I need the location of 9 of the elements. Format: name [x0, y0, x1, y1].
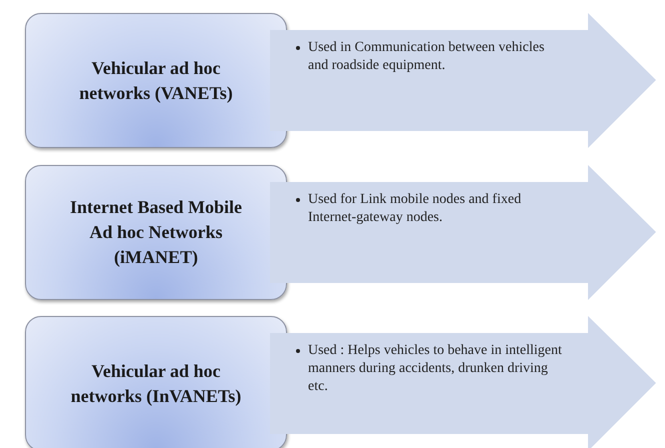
- rounded-box: [25, 316, 287, 448]
- box-title: Vehicular ad hoc networks (InVANETs): [70, 360, 242, 408]
- box-title: Vehicular ad hoc networks (VANETs): [78, 56, 234, 105]
- rounded-box: [25, 13, 287, 148]
- rounded-box: [25, 165, 287, 300]
- description-text: Used for Link mobile nodes and fixed Internet-gateway nodes.: [308, 191, 522, 227]
- box-title: Internet Based Mobile Ad hoc Networks (iMANET): [69, 196, 243, 269]
- description-text: Used : Helps vehicles to behave in intelligent manners during accidents, drunken driving etc.: [308, 342, 563, 396]
- description-text: Used in Communication between vehicles and roadside equipment.: [308, 39, 546, 75]
